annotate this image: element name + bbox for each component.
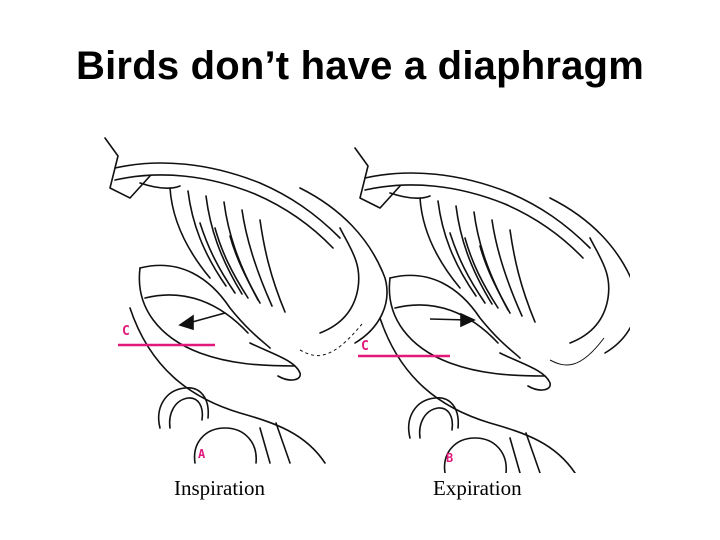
right-compression-arrow [430, 314, 474, 326]
left-marker-label: C [122, 324, 130, 339]
slide-title: Birds don’t have a diaphragm [0, 44, 720, 89]
left-expansion-arrow [180, 313, 225, 329]
inspiration-caption: Inspiration [174, 476, 265, 501]
bird-respiration-figure: C A C B [100, 128, 630, 473]
expiration-caption: Expiration [433, 476, 522, 501]
right-bird-illustration [355, 148, 630, 473]
right-panel-label: B [446, 451, 453, 465]
bird-skeleton-illustration: C A C B [100, 128, 630, 473]
right-measure-line [550, 338, 604, 365]
left-panel-label: A [198, 447, 206, 461]
left-bird-illustration: C A [105, 138, 387, 463]
right-marker-label: C [361, 339, 369, 354]
left-measure-line [300, 324, 362, 356]
